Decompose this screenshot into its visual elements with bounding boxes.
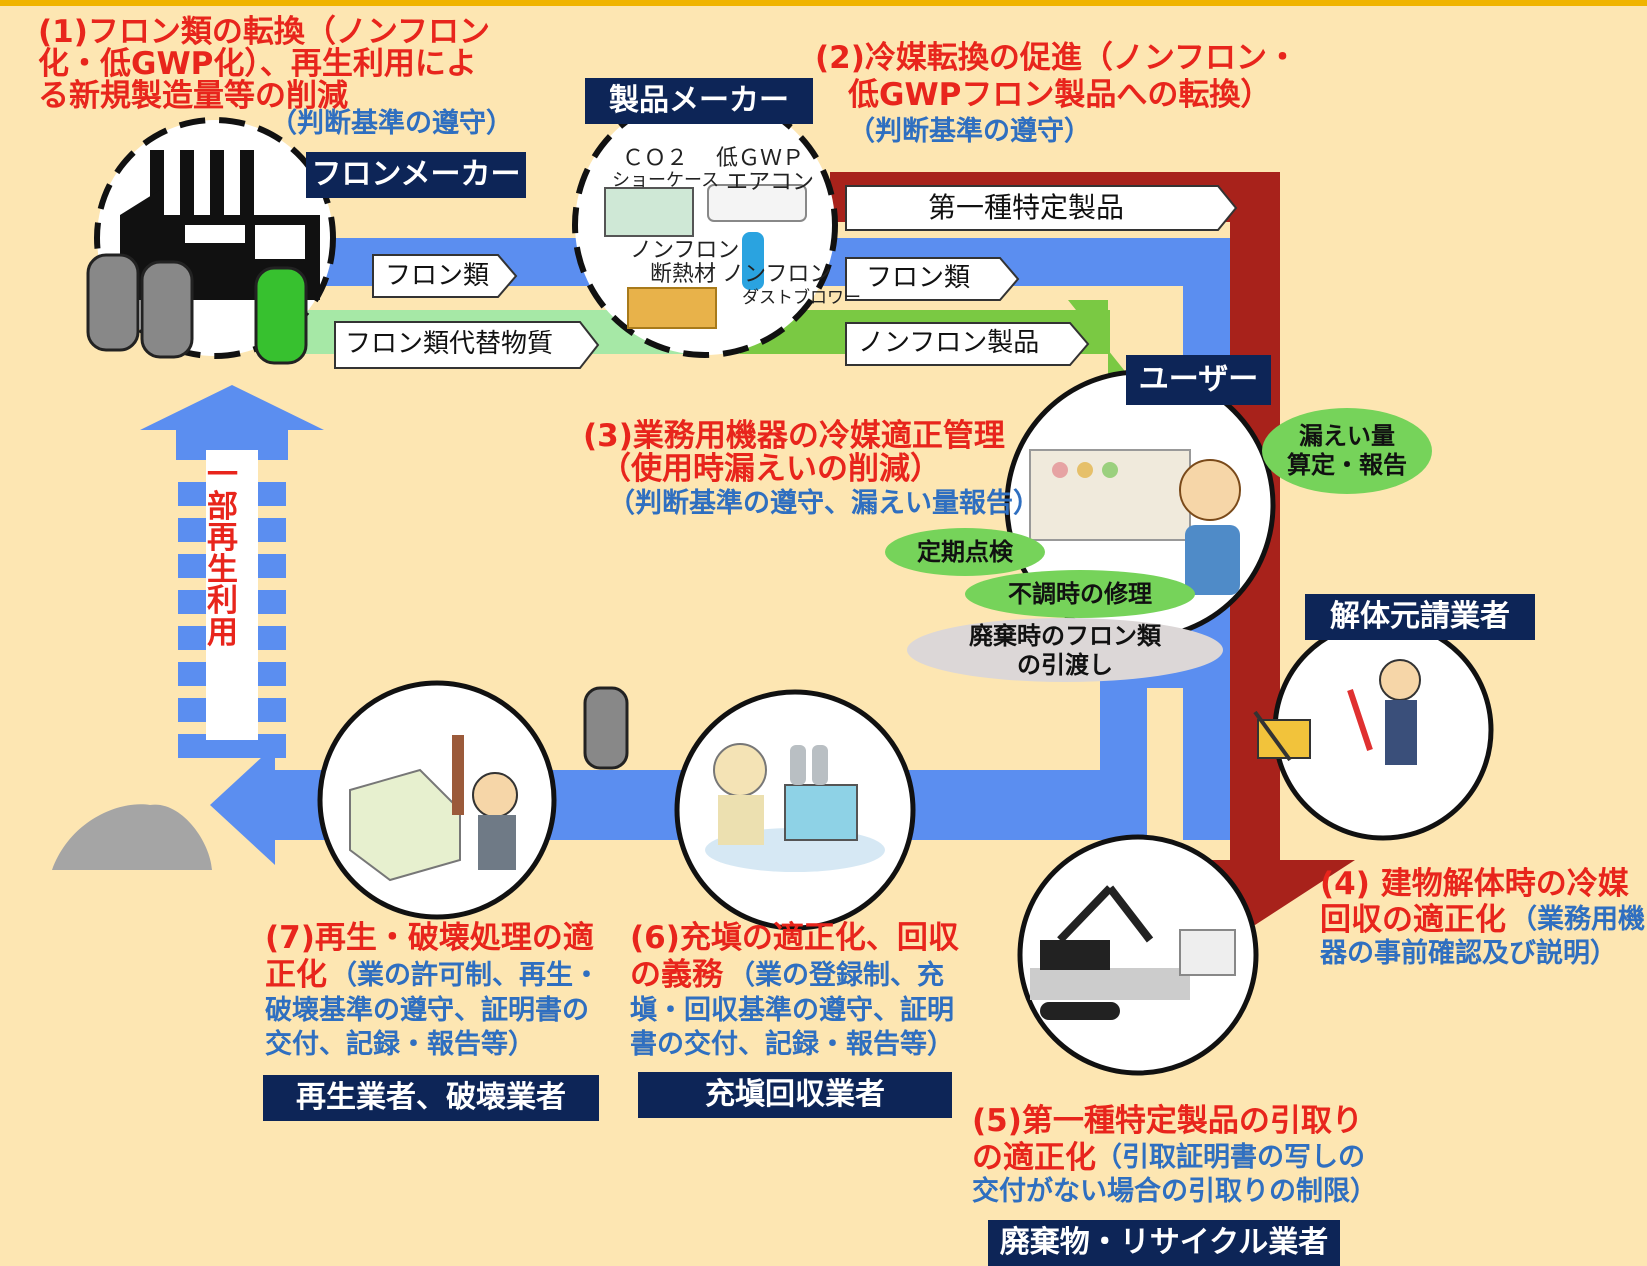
top-border — [0, 0, 1647, 6]
periodic-check-bubble: 定期点検 — [885, 528, 1045, 576]
filling-icon — [705, 743, 885, 872]
partial-reuse-char: 用 — [207, 615, 238, 652]
step2-line2: 低GWPフロン製品への転換） — [848, 77, 1272, 113]
leak-report-bubble: 漏えい量 算定・報告 — [1262, 408, 1432, 494]
partial-reuse-char: 再 — [207, 520, 238, 557]
partial-reuse-char: 利 — [207, 583, 238, 620]
step6-line1: (6)充塡の適正化、回収 — [630, 920, 959, 956]
co2-label: ＣＯ２ — [622, 146, 689, 171]
demolition-contractor-label: 解体元請業者 — [1305, 594, 1535, 640]
nonflon-product-label: ノンフロン製品 — [858, 328, 1040, 358]
step1-line3: る新規製造量等の削減 — [38, 78, 348, 114]
step7-line2: 正化 — [265, 957, 327, 993]
flow-label-boxes — [334, 185, 1238, 369]
user-scene-icon — [1029, 449, 1241, 595]
aircon-label: エアコン — [726, 170, 815, 195]
step5-note1: （引取証明書の写しの — [1095, 1142, 1365, 1173]
partial-reuse-char: 生 — [207, 551, 238, 588]
rubble-pile-icon — [52, 804, 212, 870]
showcase-icon — [604, 187, 694, 237]
step7-line1: (7)再生・破壊処理の適 — [265, 920, 594, 956]
filling-recovery-label: 充塡回収業者 — [638, 1072, 952, 1118]
partial-reuse-char: 部 — [207, 488, 238, 525]
step3-note: （判断基準の遵守、漏えい量報告） — [608, 488, 1040, 519]
step2-line1: (2)冷媒転換の促進（ノンフロン・ — [815, 40, 1298, 76]
step4-line1: (4) 建物解体時の冷媒 — [1320, 866, 1629, 902]
step2-note: （判断基準の遵守） — [848, 116, 1091, 147]
partial-reuse-label: 一部再生利用 — [207, 457, 238, 652]
demolition-icon — [1253, 659, 1421, 765]
step1-note: （判断基準の遵守） — [270, 108, 513, 139]
leak-report-line2: 算定・報告 — [1287, 451, 1407, 479]
label-backgrounds — [907, 618, 1223, 682]
insulation-label-1: ノンフロン — [630, 238, 740, 263]
partial-reuse-text: 一部再生利用 — [207, 457, 238, 652]
step7-note1: （業の許可制、再生・ — [330, 960, 600, 991]
duster-label-1: ノンフロン — [722, 262, 832, 287]
handover-line2: の引渡し — [1017, 651, 1113, 679]
step1-line1: (1)フロン類の転換（ノンフロン — [38, 14, 490, 50]
step7-note2: 破壊基準の遵守、証明書の — [265, 995, 589, 1026]
flon-right-label: フロン類 — [866, 263, 971, 293]
leak-report-line1: 漏えい量 — [1299, 422, 1395, 451]
flon-alt-label: フロン類代替物質 — [345, 329, 554, 359]
step7-note3: 交付、記録・報告等） — [265, 1029, 535, 1060]
handover-bubble: 廃棄時のフロン類 の引渡し — [905, 618, 1225, 684]
flon-label-box — [372, 254, 518, 298]
gas-cylinders — [86, 253, 629, 770]
flon-label: フロン類 — [385, 261, 490, 291]
class1-label-box — [845, 185, 1238, 231]
step4-note2: 器の事前確認及び説明） — [1320, 938, 1617, 969]
product-icons — [604, 184, 807, 329]
showcase-label: ショーケース — [612, 170, 720, 191]
step6-note2: 塡・回収基準の遵守、証明 — [630, 995, 954, 1026]
duster-icon — [742, 232, 764, 290]
step4-line2: 回収の適正化 — [1320, 902, 1506, 938]
step3-line1: (3)業務用機器の冷媒適正管理 — [583, 418, 1005, 454]
reuse-arrow — [140, 385, 324, 758]
class1-product-label: 第一種特定製品 — [928, 191, 1125, 224]
step6-line2: の義務 — [630, 957, 723, 993]
nonflon-label-box — [845, 322, 1090, 366]
step5-note2: 交付がない場合の引取りの制限） — [972, 1176, 1377, 1207]
fluoro-maker-label: フロンメーカー — [306, 152, 526, 198]
waste-recycler-label: 廃棄物・リサイクル業者 — [988, 1220, 1340, 1266]
regen-destroy-label: 再生業者、破壊業者 — [263, 1075, 599, 1121]
aircon-icon — [707, 184, 807, 222]
partial-reuse-char: 一 — [207, 457, 238, 493]
duster-label-2: ダストブロワー — [742, 288, 861, 308]
step6-note3: 書の交付、記録・報告等） — [630, 1029, 954, 1060]
insulation-icon — [627, 287, 717, 329]
low-gwp-label: 低ＧＷＰ — [716, 146, 805, 171]
step5-line1: (5)第一種特定製品の引取り — [972, 1103, 1363, 1139]
user-label: ユーザー — [1126, 355, 1271, 405]
insulation-label-2: 断熱材 — [650, 262, 717, 287]
step3-line2: （使用時漏えいの削減） — [600, 451, 941, 487]
excavator-icon — [1030, 885, 1236, 1020]
product-maker-label: 製品メーカー — [585, 78, 813, 124]
step5-line2: の適正化 — [972, 1140, 1096, 1176]
step6-note1: （業の登録制、充 — [728, 960, 944, 991]
step1-line2: 化・低GWP化）、再生利用によ — [38, 46, 477, 82]
repair-bubble: 不調時の修理 — [965, 570, 1195, 618]
flon-right-label-box — [845, 257, 1020, 301]
handover-line1: 廃棄時のフロン類 — [969, 622, 1161, 651]
recovered-cylinder — [583, 686, 629, 770]
return-arrow-head — [210, 745, 275, 865]
regen-icon — [349, 735, 518, 882]
step4-note1: （業務用機 — [1510, 904, 1645, 935]
flon-alt-label-box — [334, 321, 600, 369]
